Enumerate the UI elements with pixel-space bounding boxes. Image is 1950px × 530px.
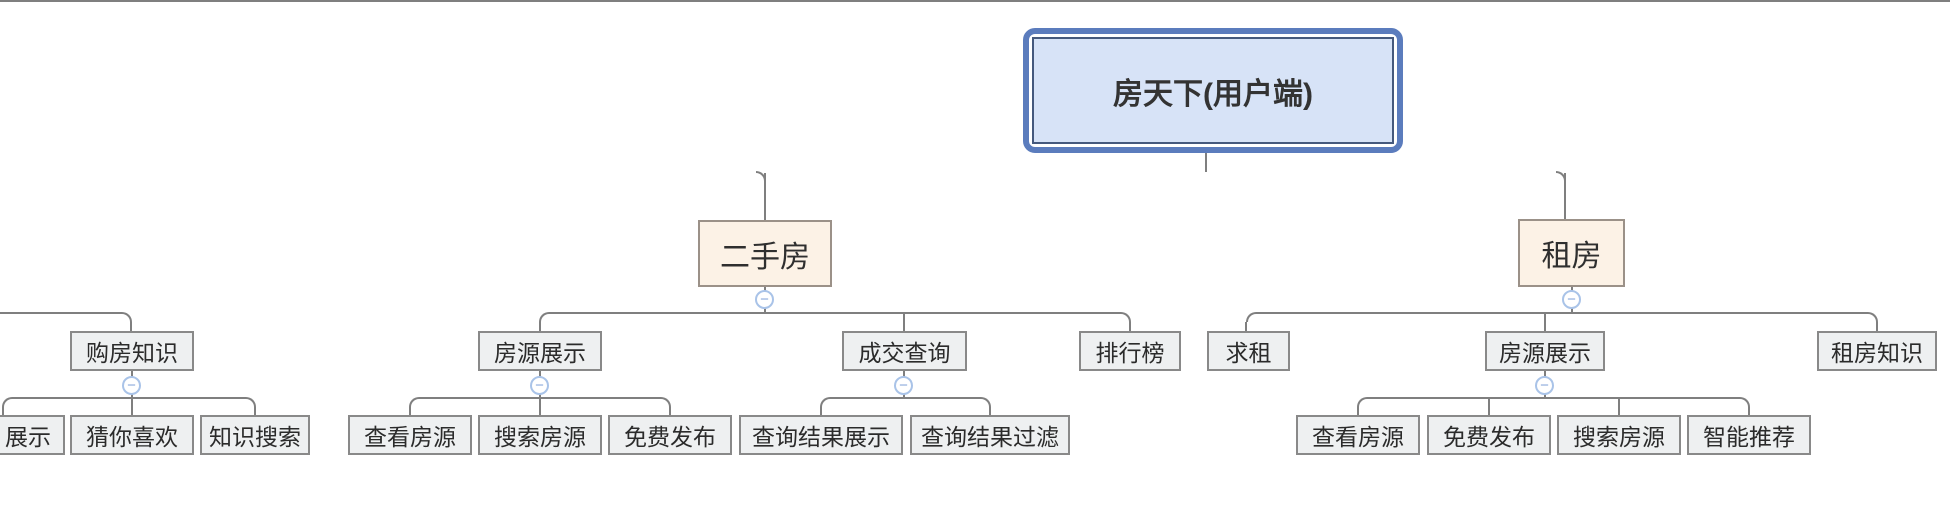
node-free-post-rent[interactable]: 免费发布 (1427, 415, 1551, 455)
connector-drop (1488, 399, 1490, 415)
node-query-result-filter[interactable]: 查询结果过滤 (910, 415, 1070, 455)
connector-drop (1357, 407, 1359, 415)
connector-corner (409, 397, 419, 407)
connector-drop (1748, 407, 1750, 415)
collapse-icon[interactable]: − (122, 376, 141, 395)
root-topic[interactable]: 房天下(用户端) (1023, 28, 1403, 153)
node-smart-recommend[interactable]: 智能推荐 (1687, 415, 1811, 455)
topic-rent-seeking[interactable]: 求租 (1207, 331, 1290, 371)
connector-rail (0, 312, 122, 314)
connector-corner (1246, 312, 1256, 322)
connector-corner (820, 397, 830, 407)
collapse-icon[interactable]: − (894, 376, 913, 395)
node-guess-you-like[interactable]: 猜你喜欢 (70, 415, 194, 455)
connector-drop (903, 314, 905, 331)
node-search-listings-secondhand[interactable]: 搜索房源 (478, 415, 602, 455)
connector-rail (549, 312, 1121, 314)
topic-second-hand-house[interactable]: 二手房 (698, 220, 832, 287)
topic-listing-display-rent[interactable]: 房源展示 (1485, 331, 1605, 371)
collapse-icon[interactable]: − (1562, 290, 1581, 309)
collapse-icon[interactable]: − (530, 376, 549, 395)
connector-drop (409, 407, 411, 415)
connector-drop (820, 407, 822, 415)
connector-drop (130, 322, 132, 332)
topic-ranking[interactable]: 排行榜 (1079, 331, 1181, 371)
node-knowledge-search[interactable]: 知识搜索 (200, 415, 310, 455)
connector-drop (1618, 399, 1620, 415)
connector-root-stub (1205, 151, 1207, 172)
connector-drop (1245, 322, 1247, 331)
connector-drop (1876, 322, 1878, 331)
connector-corner (122, 312, 132, 322)
connector-drop (669, 407, 671, 415)
connector-corner (539, 312, 549, 322)
root-topic-label: 房天下(用户端) (1032, 37, 1394, 144)
connector-corner (2, 397, 12, 407)
topic-buying-knowledge[interactable]: 购房知识 (70, 331, 194, 371)
connector-drop (764, 173, 766, 220)
topic-renting-knowledge[interactable]: 租房知识 (1817, 331, 1937, 371)
connector-corner (661, 397, 671, 407)
connector-drop (1544, 314, 1546, 331)
node-view-listings-secondhand[interactable]: 查看房源 (348, 415, 472, 455)
connector-rail (1367, 397, 1740, 399)
node-free-post-secondhand[interactable]: 免费发布 (608, 415, 732, 455)
connector-drop (2, 407, 4, 415)
connector-rail (1256, 312, 1868, 314)
connector-drop (1129, 322, 1131, 331)
collapse-icon[interactable]: − (755, 290, 774, 309)
connector-rail (12, 397, 246, 399)
topic-listing-display-secondhand[interactable]: 房源展示 (478, 331, 602, 371)
node-search-listings-rent[interactable]: 搜索房源 (1557, 415, 1681, 455)
connector-corner (1868, 312, 1878, 322)
connector-rail (419, 397, 661, 399)
connector-rail (830, 397, 981, 399)
connector-corner (1357, 397, 1367, 407)
connector-top-rail (0, 0, 1950, 2)
connector-corner (1740, 397, 1750, 407)
connector-corner (1121, 312, 1131, 322)
node-view-listings-rent[interactable]: 查看房源 (1296, 415, 1420, 455)
collapse-icon[interactable]: − (1535, 376, 1554, 395)
connector-drop (254, 407, 256, 415)
topic-renting[interactable]: 租房 (1518, 219, 1625, 287)
connector-drop (539, 322, 541, 331)
connector-drop (1564, 173, 1566, 219)
node-query-result-display[interactable]: 查询结果展示 (739, 415, 903, 455)
node-display-clipped[interactable]: 展示 (0, 415, 65, 455)
connector-corner (246, 397, 256, 407)
connector-corner (981, 397, 991, 407)
connector-drop (989, 407, 991, 415)
topic-deal-query[interactable]: 成交查询 (842, 331, 967, 371)
